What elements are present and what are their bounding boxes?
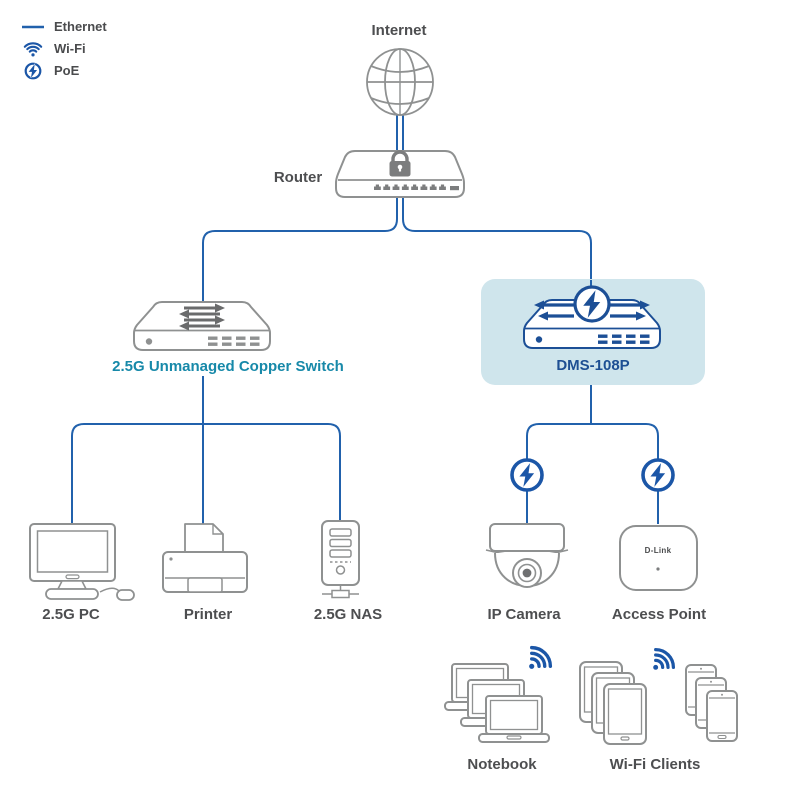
router-label: Router bbox=[273, 169, 323, 186]
wifi-clients-group bbox=[579, 644, 738, 745]
link-internet-switch bbox=[202, 114, 398, 303]
ethernet-line-icon bbox=[20, 18, 46, 36]
legend-label: Wi-Fi bbox=[54, 41, 86, 56]
internet-label: Internet bbox=[371, 22, 427, 39]
dms-108p-label: DMS-108P bbox=[556, 357, 630, 374]
legend-label: PoE bbox=[54, 63, 80, 78]
ip-camera-label: IP Camera bbox=[487, 606, 561, 623]
dlink-brand-text: D-Link bbox=[644, 546, 672, 555]
notebook-group bbox=[444, 642, 556, 743]
poe-icon bbox=[20, 62, 46, 80]
nas-device bbox=[321, 520, 360, 599]
copper-switch-device bbox=[133, 301, 271, 351]
legend-item-poe: PoE bbox=[20, 62, 107, 79]
pc-label: 2.5G PC bbox=[42, 606, 100, 623]
dms-poe-icon bbox=[573, 285, 611, 323]
internet-globe-icon bbox=[366, 48, 434, 116]
wifi-icon bbox=[20, 40, 46, 58]
link-internet-dms bbox=[402, 114, 592, 304]
link-bus-left bbox=[71, 423, 341, 524]
poe-badge-ap bbox=[641, 458, 675, 492]
wifi-signal-icon bbox=[518, 642, 556, 680]
lock-icon bbox=[389, 150, 411, 177]
notebook-label: Notebook bbox=[467, 756, 537, 773]
copper-switch-label: 2.5G Unmanaged Copper Switch bbox=[112, 358, 344, 375]
link-bus-right bbox=[526, 423, 659, 524]
printer-device bbox=[162, 523, 248, 593]
nas-label: 2.5G NAS bbox=[313, 606, 383, 623]
access-point-label: Access Point bbox=[611, 606, 707, 623]
legend-item-wifi: Wi-Fi bbox=[20, 40, 107, 58]
dms-arrows-icon bbox=[534, 300, 650, 321]
legend-item-ethernet: Ethernet bbox=[20, 18, 107, 35]
dms-108p-device bbox=[523, 285, 661, 349]
switching-arrows-icon bbox=[179, 303, 225, 331]
access-point-device bbox=[619, 525, 698, 591]
legend-label: Ethernet bbox=[54, 19, 107, 34]
ethernet-links bbox=[71, 114, 659, 524]
printer-label: Printer bbox=[183, 606, 233, 623]
poe-badge-camera bbox=[510, 458, 544, 492]
router-device bbox=[335, 150, 465, 198]
pc-device bbox=[29, 523, 135, 601]
wifi-clients-label: Wi-Fi Clients bbox=[609, 756, 701, 773]
ip-camera-device bbox=[485, 523, 569, 588]
router-ports bbox=[374, 184, 459, 191]
legend: Ethernet Wi-Fi PoE bbox=[20, 18, 107, 79]
wifi-signal-icon bbox=[643, 644, 679, 680]
